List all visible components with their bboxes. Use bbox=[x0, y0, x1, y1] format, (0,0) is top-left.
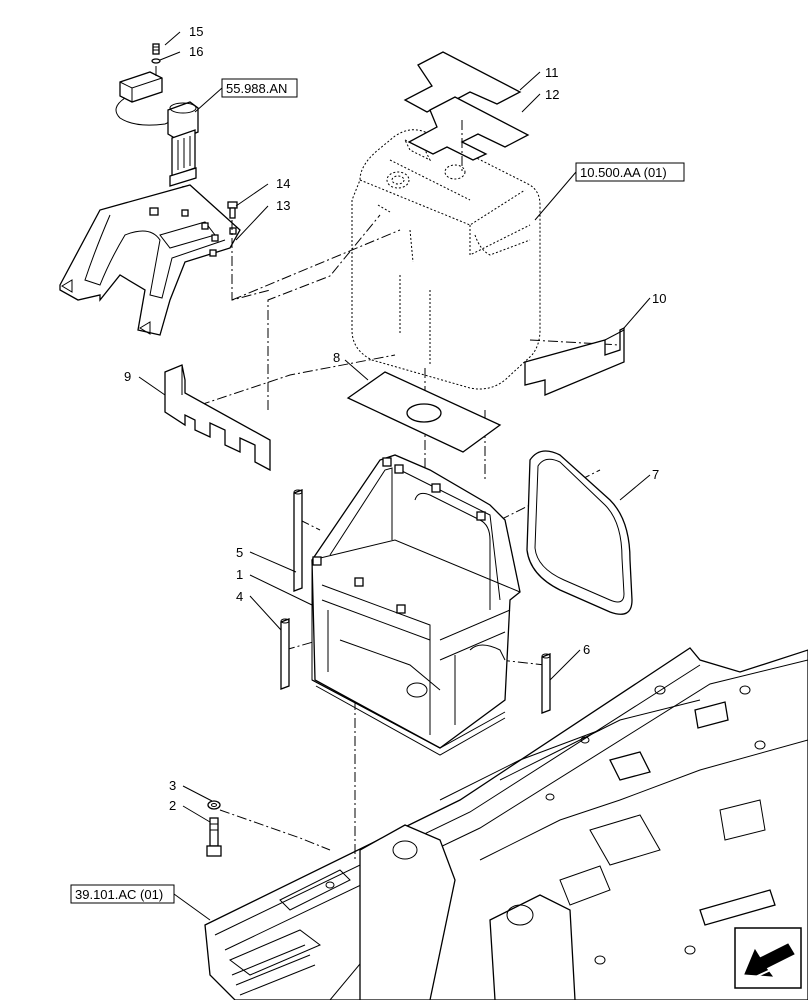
callout-13: 13 bbox=[276, 198, 290, 213]
callout-15: 15 bbox=[189, 24, 203, 39]
ref-box-fuel-tank[interactable]: 10.500.AA (01) bbox=[575, 162, 685, 182]
callout-2: 2 bbox=[169, 798, 176, 813]
ref-box-chassis[interactable]: 39.101.AC (01) bbox=[70, 884, 175, 904]
callout-12: 12 bbox=[545, 87, 559, 102]
callout-10: 10 bbox=[652, 291, 666, 306]
ref-fuel-sender-label: 55.988.AN bbox=[226, 81, 287, 96]
mounting-bracket-13 bbox=[59, 184, 241, 336]
callout-14: 14 bbox=[276, 176, 290, 191]
guard-plate-9 bbox=[164, 364, 271, 472]
callout-4: 4 bbox=[236, 589, 243, 604]
spacer-6 bbox=[541, 653, 551, 714]
callout-16: 16 bbox=[189, 44, 203, 59]
callout-9: 9 bbox=[124, 369, 131, 384]
leader-lines bbox=[138, 31, 651, 921]
callout-7: 7 bbox=[652, 467, 659, 482]
callout-1: 1 bbox=[236, 567, 243, 582]
ref-box-fuel-sender[interactable]: 55.988.AN bbox=[221, 78, 298, 98]
ref-chassis-label: 39.101.AC (01) bbox=[75, 887, 163, 902]
callout-5: 5 bbox=[236, 545, 243, 560]
arrow-icon[interactable] bbox=[734, 927, 802, 989]
gasket-8 bbox=[346, 371, 502, 453]
ref-fuel-tank-label: 10.500.AA (01) bbox=[580, 165, 667, 180]
callout-6: 6 bbox=[583, 642, 590, 657]
callout-3: 3 bbox=[169, 778, 176, 793]
callout-11: 11 bbox=[545, 65, 559, 80]
fuel-tank-phantom bbox=[351, 129, 541, 390]
pad-12 bbox=[407, 96, 530, 161]
bolt-15 bbox=[152, 43, 160, 55]
spacer-5 bbox=[293, 489, 303, 592]
spacer-4 bbox=[280, 618, 290, 690]
seal-ring-7 bbox=[526, 450, 633, 615]
tank-support-frame-1 bbox=[311, 454, 521, 756]
screw-14 bbox=[227, 201, 238, 219]
washer-3 bbox=[207, 800, 221, 810]
guard-plate-10 bbox=[524, 326, 625, 396]
fuel-sender-unit bbox=[115, 71, 199, 187]
callout-8: 8 bbox=[333, 350, 340, 365]
bolt-2 bbox=[206, 817, 222, 857]
chassis-frame bbox=[204, 647, 808, 1000]
washer-16 bbox=[151, 58, 161, 64]
